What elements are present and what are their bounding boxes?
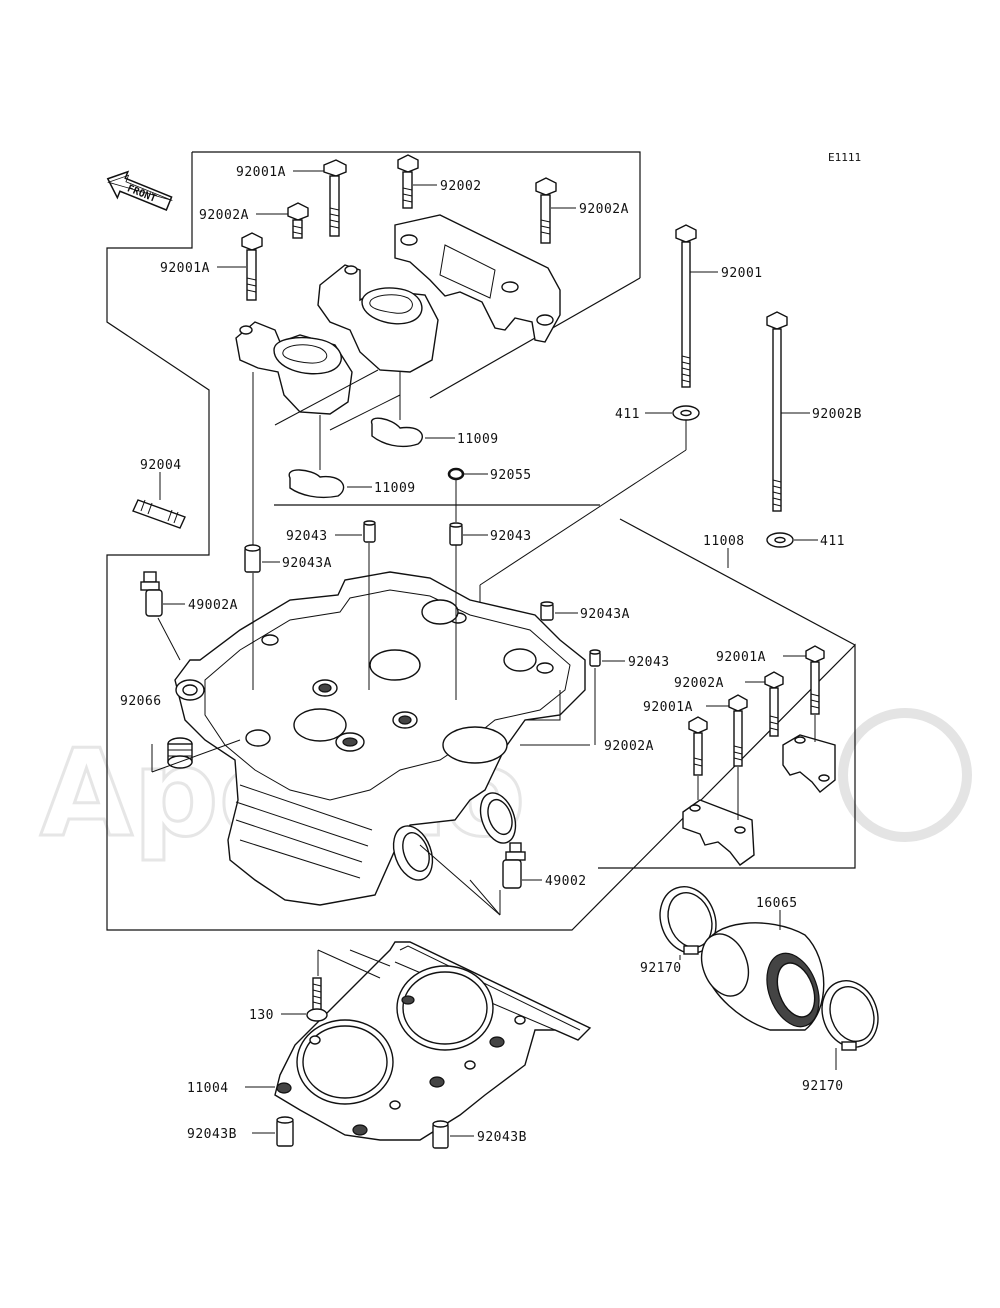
label-92043A-left: 92043A — [282, 556, 332, 571]
label-92001A-left: 92001A — [160, 261, 210, 276]
assembly-frame — [106, 151, 856, 931]
front-arrow-icon: FRONT — [106, 170, 173, 211]
diagram-code: E1111 — [828, 151, 861, 164]
label-92001-right: 92001 — [721, 266, 763, 281]
label-92043B-right: 92043B — [477, 1130, 527, 1145]
dowel-92043B-left — [276, 1116, 294, 1147]
dowel-92043-mid-left — [363, 520, 376, 543]
label-92002A-top-right: 92002A — [579, 202, 629, 217]
bolt-130 — [306, 977, 328, 1022]
bolt-92002A-top-left — [287, 202, 309, 239]
label-92170-left: 92170 — [640, 961, 682, 976]
exhaust-port-right — [479, 792, 517, 844]
label-11009-upper: 11009 — [457, 432, 499, 447]
label-92066: 92066 — [120, 694, 162, 709]
label-92001A-top: 92001A — [236, 165, 286, 180]
cylinder-head — [174, 571, 586, 906]
cam-cap-right-small-lower — [682, 799, 755, 866]
dowel-92043A-right — [540, 601, 554, 621]
bolt-92002B — [766, 311, 788, 512]
label-92170-right: 92170 — [802, 1079, 844, 1094]
label-92004: 92004 — [140, 458, 182, 473]
label-92002A-top-left: 92002A — [199, 208, 249, 223]
label-92043A-right: 92043A — [580, 607, 630, 622]
sensor-49002 — [502, 842, 526, 889]
bolt-92001A-r1 — [805, 645, 825, 715]
cam-cap-right — [394, 214, 561, 343]
exhaust-port-left — [392, 825, 434, 881]
dowel-92043A-left — [244, 544, 261, 573]
label-411-upper: 411 — [615, 407, 640, 422]
bolt-92001-right — [675, 224, 697, 388]
label-49002: 49002 — [545, 874, 587, 889]
label-92002A-bottom: 92002A — [604, 739, 654, 754]
dowel-92043B-right — [432, 1120, 449, 1149]
dowel-92043-right — [589, 649, 601, 667]
label-92055: 92055 — [490, 468, 532, 483]
label-92043-mid-right: 92043 — [490, 529, 532, 544]
label-11004: 11004 — [187, 1081, 229, 1096]
label-92001A-r2: 92001A — [643, 700, 693, 715]
dowel-92043-mid-right — [449, 522, 463, 546]
sensor-49002A — [140, 571, 163, 617]
label-92043B-left: 92043B — [187, 1127, 237, 1142]
clamp-92170-right — [821, 980, 879, 1051]
label-92001A-r1: 92001A — [716, 650, 766, 665]
clamp-92170-left — [659, 886, 717, 955]
bolt-92002A-r-lower — [688, 716, 708, 776]
label-411-lower: 411 — [820, 534, 845, 549]
bolt-92001A-r2 — [728, 694, 748, 767]
label-92002-top: 92002 — [440, 179, 482, 194]
bolt-92001A-top — [323, 159, 347, 237]
bolt-92002-top — [397, 154, 419, 209]
cam-cap-left — [235, 321, 353, 415]
intake-holder-16065 — [700, 922, 825, 1031]
part-labels: 92001A 92002 92002A 92002A 92001A 92001 … — [120, 165, 862, 1145]
stud-92004 — [132, 499, 186, 529]
gasket-11009-upper — [371, 417, 423, 448]
gasket-11004 — [274, 941, 592, 1141]
oring-92055 — [447, 467, 465, 481]
cam-cap-middle — [317, 264, 439, 373]
label-16065: 16065 — [756, 896, 798, 911]
label-11008: 11008 — [703, 534, 745, 549]
label-92043-right: 92043 — [628, 655, 670, 670]
plug-92066 — [167, 737, 193, 769]
label-49002A: 49002A — [188, 598, 238, 613]
label-92002A-r: 92002A — [674, 676, 724, 691]
gasket-11009-lower — [288, 469, 345, 499]
label-92002B: 92002B — [812, 407, 862, 422]
bolt-92002A-top-right — [535, 177, 557, 244]
label-92043-mid-left: 92043 — [286, 529, 328, 544]
washer-411-lower — [766, 532, 794, 548]
bolt-92001A-left — [241, 232, 263, 301]
bolt-92002A-r — [764, 671, 784, 737]
washer-411-upper — [672, 405, 700, 421]
label-130: 130 — [249, 1008, 274, 1023]
watermark-wheel-icon — [838, 708, 972, 842]
label-11009-lower: 11009 — [374, 481, 416, 496]
cam-cap-right-small-upper — [782, 734, 836, 793]
